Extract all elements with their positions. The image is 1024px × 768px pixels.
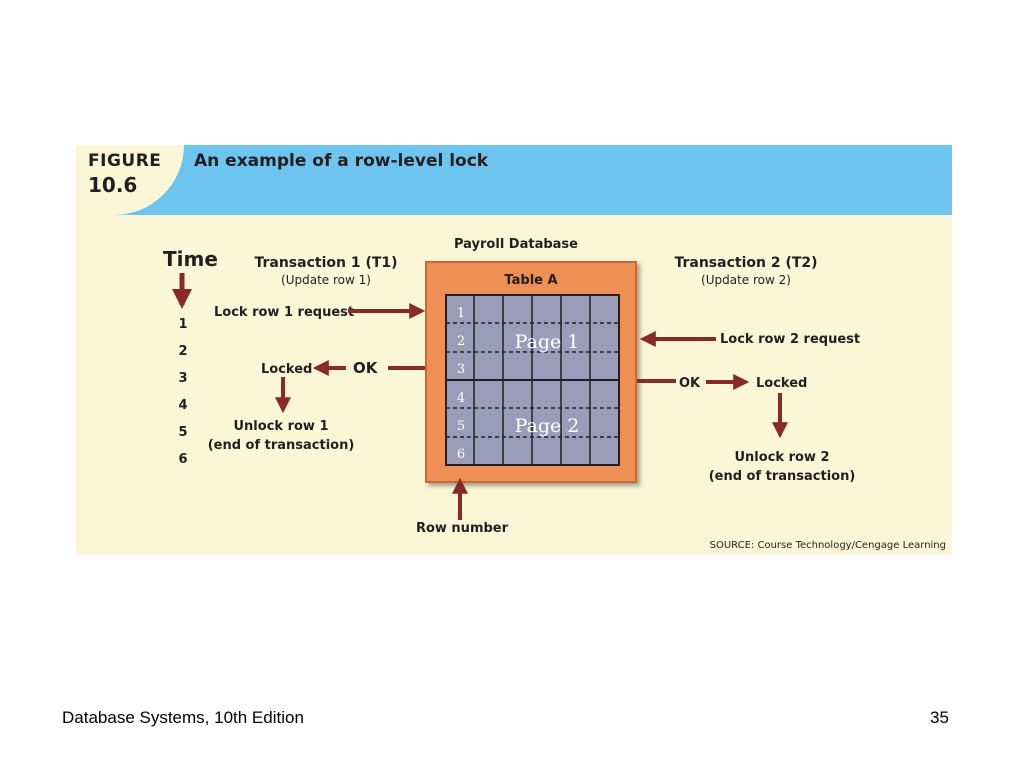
time-tick-6: 6 — [178, 452, 187, 467]
t2-end-label: (end of transaction) — [709, 469, 856, 484]
page-1-label: Page 1 — [515, 331, 580, 353]
t2-request-label: Lock row 2 request — [720, 332, 860, 347]
row-number-4: 4 — [457, 391, 465, 406]
t1-title: Transaction 1 (T1) — [254, 255, 397, 271]
row-lock-diagram: Time 1 2 3 4 5 6 Transaction 1 (T1) (Upd… — [163, 237, 946, 551]
t1-subtitle: (Update row 1) — [281, 273, 371, 287]
t1-request-label: Lock row 1 request — [214, 305, 354, 320]
page-2-label: Page 2 — [515, 415, 580, 437]
time-tick-2: 2 — [178, 344, 187, 359]
table-a-label: Table A — [504, 273, 557, 288]
row-number-1: 1 — [457, 306, 465, 321]
figure-number: 10.6 — [88, 173, 138, 197]
row-number-3: 3 — [457, 362, 465, 377]
t1-ok-label: OK — [353, 359, 379, 377]
t1-locked-label: Locked — [261, 362, 312, 377]
time-tick-4: 4 — [178, 398, 187, 413]
t1-end-label: (end of transaction) — [208, 438, 355, 453]
time-tick-5: 5 — [178, 425, 187, 440]
figure-panel: FIGURE 10.6 An example of a row-level lo… — [76, 145, 952, 555]
t2-locked-label: Locked — [756, 376, 807, 391]
t1-unlock-label: Unlock row 1 — [234, 419, 329, 434]
time-tick-3: 3 — [178, 371, 187, 386]
row-number-5: 5 — [457, 419, 465, 434]
source-credit: SOURCE: Course Technology/Cengage Learni… — [710, 540, 946, 551]
time-label: Time — [163, 247, 218, 271]
figure-label: FIGURE — [88, 151, 162, 171]
footer-book-title: Database Systems, 10th Edition — [62, 708, 304, 727]
t2-ok-label: OK — [679, 376, 701, 391]
row-number-6: 6 — [457, 447, 465, 462]
row-number-2: 2 — [457, 334, 465, 349]
footer-page-number: 35 — [930, 708, 949, 727]
t2-title: Transaction 2 (T2) — [674, 255, 817, 271]
figure-title: An example of a row-level lock — [194, 151, 489, 171]
figure-banner — [76, 145, 952, 215]
t2-subtitle: (Update row 2) — [701, 273, 791, 287]
time-tick-1: 1 — [178, 317, 187, 332]
row-number-label: Row number — [416, 521, 509, 536]
database-title: Payroll Database — [454, 237, 578, 252]
t2-unlock-label: Unlock row 2 — [735, 450, 830, 465]
